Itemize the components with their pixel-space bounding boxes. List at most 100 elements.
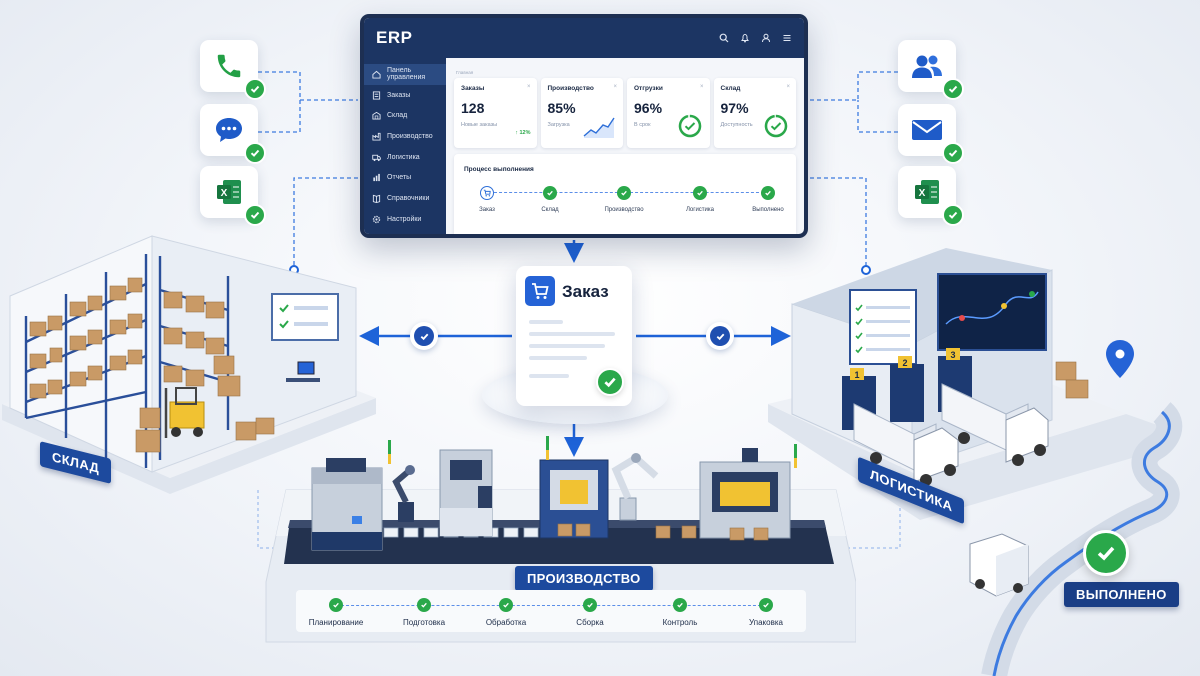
production-step[interactable]: Сборка <box>550 598 630 627</box>
kpi-subtitle: В срок <box>634 122 651 128</box>
phone-icon <box>217 54 241 78</box>
process-step-warehouse[interactable]: Склад <box>520 186 580 213</box>
sidebar-item-orders[interactable]: Заказы <box>364 85 446 106</box>
success-ring <box>678 114 701 138</box>
check-icon <box>710 326 730 346</box>
sidebar-item-label: Отчеты <box>387 174 412 182</box>
close-icon[interactable]: × <box>526 84 531 90</box>
check-icon <box>499 598 513 612</box>
check-icon <box>244 204 266 226</box>
chat-channel-card[interactable] <box>200 104 266 164</box>
mail-icon <box>912 120 942 140</box>
kpi-card-warehouse[interactable]: Склад × 97% Доступность <box>713 78 796 148</box>
production-step[interactable]: Обработка <box>466 598 546 627</box>
desk-monitor <box>297 361 315 375</box>
factory-icon <box>372 132 381 141</box>
sidebar-item-warehouse[interactable]: Склад <box>364 105 446 126</box>
close-icon[interactable]: × <box>699 84 704 90</box>
menu-icon[interactable] <box>782 33 792 43</box>
check-icon <box>329 598 343 612</box>
book-icon <box>372 194 381 203</box>
check-icon <box>942 78 964 100</box>
process-step-production[interactable]: Производство <box>594 186 654 213</box>
sidebar-item-dashboard[interactable]: Панель управления <box>364 64 446 85</box>
dock-number: 1 <box>854 370 859 380</box>
kpi-card-shipments[interactable]: Отгрузки × 96% В срок <box>627 78 710 148</box>
kpi-value: 85% <box>547 100 576 116</box>
production-label: ПРОИЗВОДСТВО <box>515 566 653 591</box>
kpi-subtitle: Доступность <box>720 122 753 128</box>
check-icon <box>244 78 266 100</box>
svg-text:X: X <box>221 188 228 199</box>
close-icon[interactable]: × <box>786 84 790 90</box>
forklift <box>164 387 205 438</box>
production-step-label: Планирование <box>308 618 364 627</box>
order-title: Заказ <box>562 282 609 301</box>
check-icon <box>673 598 687 612</box>
kpi-title: Склад <box>720 85 741 92</box>
sidebar-item-label: Справочники <box>387 194 430 202</box>
production-step-label: Подготовка <box>402 618 446 627</box>
search-icon[interactable] <box>719 33 729 43</box>
production-step[interactable]: Упаковка <box>726 598 806 627</box>
kpi-card-production[interactable]: Производство × 85% Загрузка <box>540 78 623 148</box>
kpi-card-orders[interactable]: Заказы × 128 Новые заказы ↑ 12% <box>454 78 537 148</box>
production-steps-line <box>336 605 766 606</box>
kpi-delta: ↑ 12% <box>515 130 531 136</box>
truck-3 <box>969 533 1029 597</box>
cart-icon <box>525 276 555 306</box>
close-icon[interactable]: × <box>613 84 617 90</box>
process-step-label: Производство <box>604 207 644 213</box>
kpi-subtitle: Загрузка <box>547 122 570 128</box>
check-icon <box>759 598 773 612</box>
check-icon <box>942 142 964 164</box>
orders-icon <box>372 90 381 100</box>
erp-monitor: ERP Панель управления Заказы Склад <box>360 14 808 238</box>
text-line-placeholder <box>529 320 563 324</box>
process-step-done[interactable]: Выполнено <box>738 186 798 213</box>
kpi-subtitle: Новые заказы <box>461 122 498 128</box>
sidebar-item-label: Настройки <box>387 215 422 223</box>
sidebar-item-logistics[interactable]: Логистика <box>364 147 446 168</box>
process-step-label: Склад <box>541 207 559 213</box>
process-step-order[interactable]: Заказ <box>457 186 517 213</box>
logistics-checklist-board <box>849 289 917 365</box>
sidebar-item-production[interactable]: Производство <box>364 126 446 147</box>
excel-channel-card-right[interactable]: X <box>898 166 964 226</box>
process-step-logistics[interactable]: Логистика <box>670 186 730 213</box>
users-icon <box>912 55 942 78</box>
process-step-label: Заказ <box>479 207 495 213</box>
check-badge-logistics <box>706 322 734 350</box>
excel-channel-card[interactable]: X <box>200 166 266 226</box>
production-step[interactable]: Подготовка <box>384 598 464 627</box>
check-icon <box>942 204 964 226</box>
production-step[interactable]: Планирование <box>296 598 376 627</box>
chart-icon <box>373 174 380 182</box>
dock-number-badge <box>898 356 912 368</box>
production-step-label: Сборка <box>576 618 604 627</box>
user-icon[interactable] <box>761 33 771 43</box>
check-icon <box>596 368 624 396</box>
check-icon <box>244 142 266 164</box>
phone-channel-card[interactable] <box>200 40 266 100</box>
wall-checklist-screen <box>271 293 339 341</box>
machine-2 <box>439 449 493 537</box>
sidebar-item-reports[interactable]: Отчеты <box>364 167 446 188</box>
kpi-title: Заказы <box>461 85 485 92</box>
order-card[interactable]: Заказ <box>516 266 632 406</box>
sidebar-item-references[interactable]: Справочники <box>364 188 446 209</box>
excel-icon: X <box>217 180 241 204</box>
erp-screen: ERP Панель управления Заказы Склад <box>364 18 804 234</box>
text-line-placeholder <box>529 356 587 360</box>
users-channel-card[interactable] <box>898 40 964 100</box>
production-step[interactable]: Контроль <box>640 598 720 627</box>
check-icon <box>414 326 434 346</box>
sidebar-item-label: Логистика <box>387 153 420 161</box>
check-icon <box>583 598 597 612</box>
bell-icon[interactable] <box>740 33 750 43</box>
machine-1 <box>311 458 383 551</box>
sidebar-item-label: Производство <box>387 132 433 140</box>
mail-channel-card[interactable] <box>898 104 964 164</box>
sidebar-item-settings[interactable]: Настройки <box>364 209 446 230</box>
dock-number-badge <box>850 368 864 380</box>
